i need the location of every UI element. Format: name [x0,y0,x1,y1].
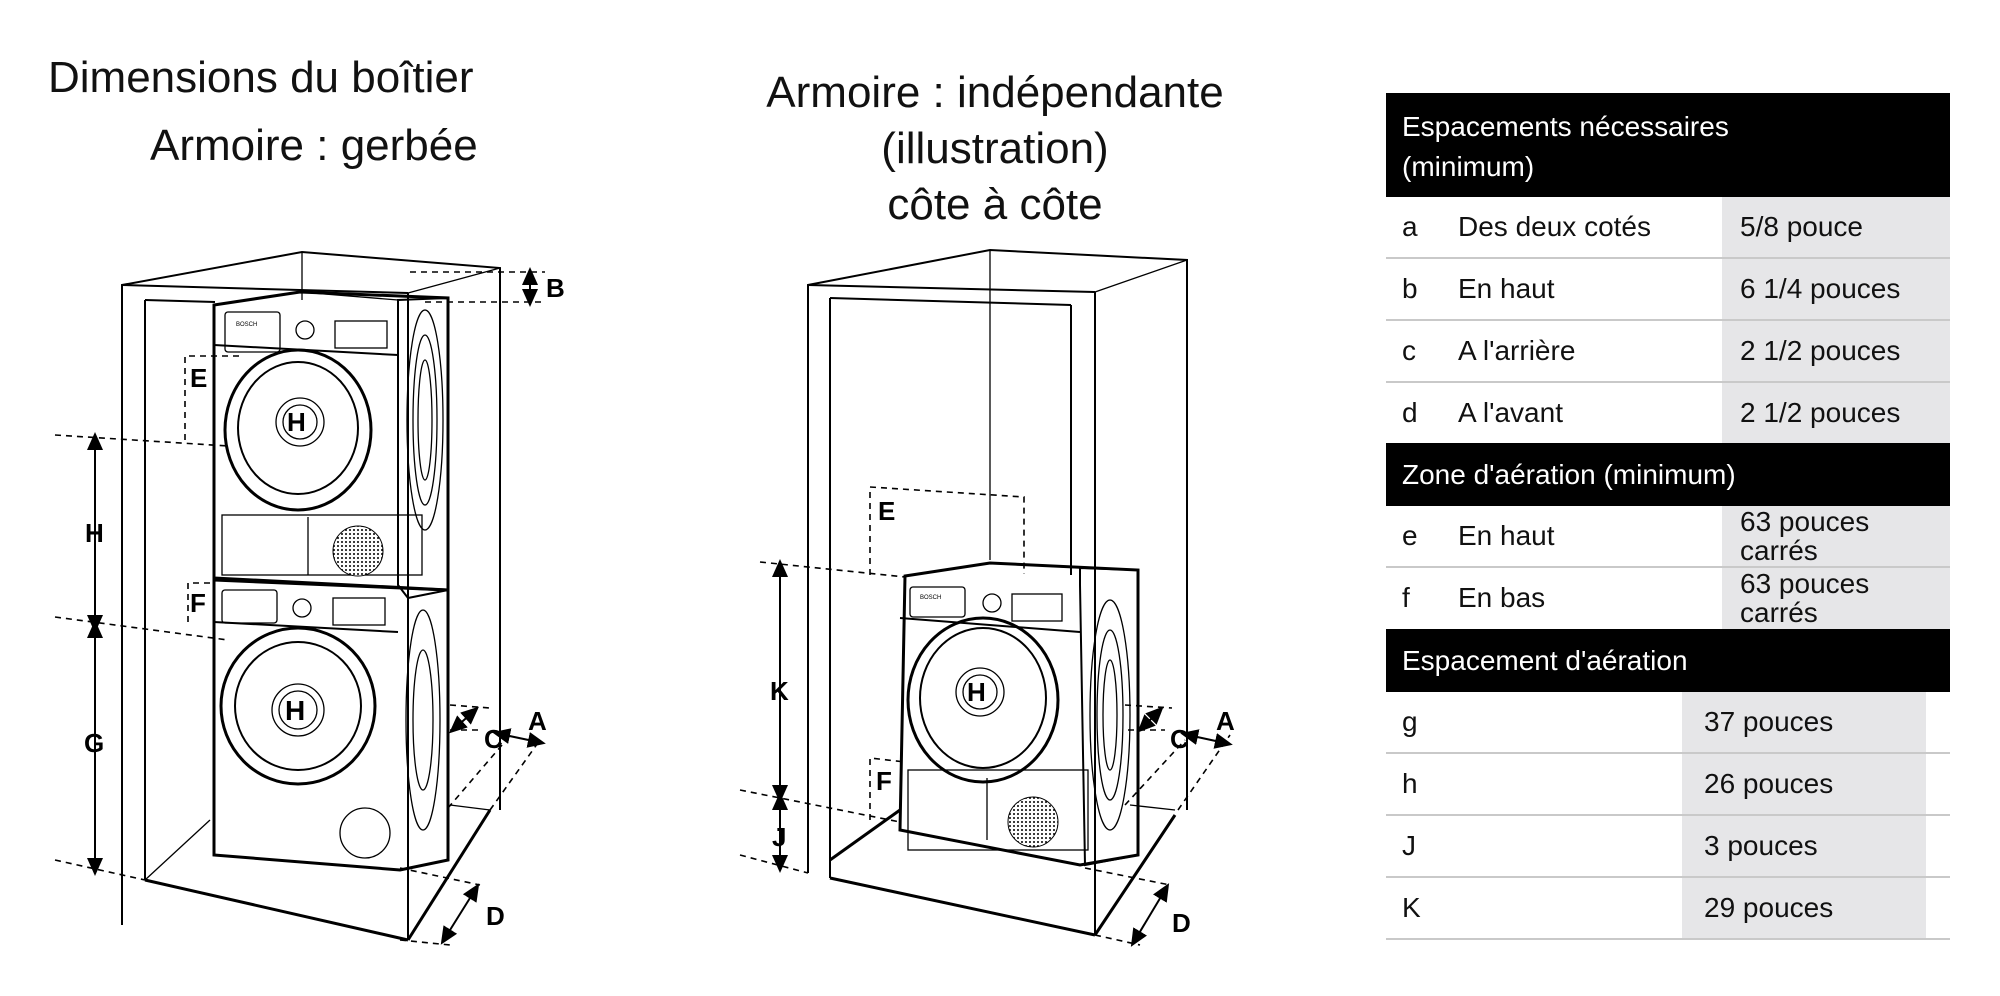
section-header-ventilation-spacing: Espacement d'aération [1386,629,1950,692]
brand-logo-text: BOSCH [920,595,941,601]
label-C: C [1170,724,1189,754]
label-E: E [878,496,895,526]
row-key: J [1402,830,1416,861]
dimension-lines [54,267,546,946]
cabinet-outline [121,250,501,942]
title-freestanding-cabinet: Armoire : indépendante (illustration) cô… [735,65,1255,233]
table-row: d A l'avant 2 1/2 pouces [1386,383,1950,443]
row-value-line-1: 63 pouces [1740,568,1870,599]
row-value: 29 pouces [1682,878,1926,938]
label-H: H [85,518,104,548]
row-value: 3 pouces [1682,816,1926,876]
table-row: J 3 pouces [1386,816,1950,878]
label-D: D [1172,908,1191,938]
stacked-cabinet-diagram: BOSCH H H [54,250,565,946]
table-row: e En haut 63 pouces carrés [1386,506,1950,568]
label-A: A [528,706,547,736]
row-key: e [1402,520,1418,551]
title-stacked-cabinet: Armoire : gerbée [150,121,478,170]
label-C: C [484,724,503,754]
row-value-line-2: carrés [1740,535,1818,566]
row-desc: A l'arrière [1458,335,1576,366]
section-header-line-1: Espacements nécessaires [1402,111,1729,142]
table-row: K 29 pouces [1386,878,1950,940]
label-E: E [190,363,207,393]
row-key: c [1402,335,1416,366]
label-G: G [84,728,104,758]
section-header-required-clearances: Espacements nécessaires (minimum) [1386,93,1950,197]
label-K: K [770,676,789,706]
title-mid-line-2: (illustration) [881,124,1109,173]
row-value: 2 1/2 pouces [1722,383,1950,443]
title-cabinet-dimensions: Dimensions du boîtier [48,53,474,102]
vent-grill-icon [332,525,384,577]
freestanding-cabinet-diagram: BOSCH H [739,248,1235,947]
row-desc: A l'avant [1458,397,1563,428]
installation-diagrams: BOSCH H H [54,248,1235,947]
row-desc: En bas [1458,582,1546,613]
brand-logo-text: BOSCH [236,322,257,328]
row-value: 26 pouces [1682,754,1926,814]
stacked-washer: H [212,578,450,872]
row-key: g [1402,706,1418,737]
row-desc: En haut [1458,520,1555,551]
title-mid-line-3: côte à côte [887,180,1103,229]
row-value: 2 1/2 pouces [1722,321,1950,381]
clearance-spec-table: Espacements nécessaires (minimum) a Des … [1386,93,1950,940]
row-value: 63 pouces carrés [1722,568,1950,629]
bosch-logo-icon: H [287,407,306,437]
row-value: 6 1/4 pouces [1722,259,1950,319]
table-row: a Des deux cotés 5/8 pouce [1386,197,1950,259]
stacked-dryer: BOSCH H [212,290,450,600]
bosch-logo-icon: H [967,677,986,707]
row-key: K [1402,892,1421,923]
row-value: 5/8 pouce [1722,197,1950,257]
row-value-line-2: carrés [1740,597,1818,628]
section-header-ventilation-area: Zone d'aération (minimum) [1386,443,1950,506]
row-key: h [1402,768,1418,799]
row-key: f [1402,582,1410,613]
label-A: A [1216,706,1235,736]
table-row: g 37 pouces [1386,692,1950,754]
row-desc: Des deux cotés [1458,211,1651,242]
dimension-lines [739,486,1233,947]
label-D: D [486,901,505,931]
label-F: F [190,588,206,618]
label-J: J [772,822,786,852]
row-key: b [1402,273,1418,304]
row-value: 37 pouces [1682,692,1926,752]
row-value: 63 pouces carrés [1722,506,1950,566]
row-desc: En haut [1458,273,1555,304]
row-key: d [1402,397,1418,428]
label-F: F [876,766,892,796]
table-row: c A l'arrière 2 1/2 pouces [1386,321,1950,383]
title-mid-line-1: Armoire : indépendante [766,68,1224,117]
row-key: a [1402,211,1418,242]
section-header-line-2: (minimum) [1402,151,1535,182]
table-row: h 26 pouces [1386,754,1950,816]
table-row: f En bas 63 pouces carrés [1386,568,1950,629]
label-B: B [546,273,565,303]
table-row: b En haut 6 1/4 pouces [1386,259,1950,321]
row-value-line-1: 63 pouces [1740,506,1870,537]
vent-grill-icon [1007,796,1059,848]
freestanding-dryer: BOSCH H [898,561,1140,867]
cabinet-outline [807,248,1188,937]
bosch-logo-icon: H [285,695,305,726]
